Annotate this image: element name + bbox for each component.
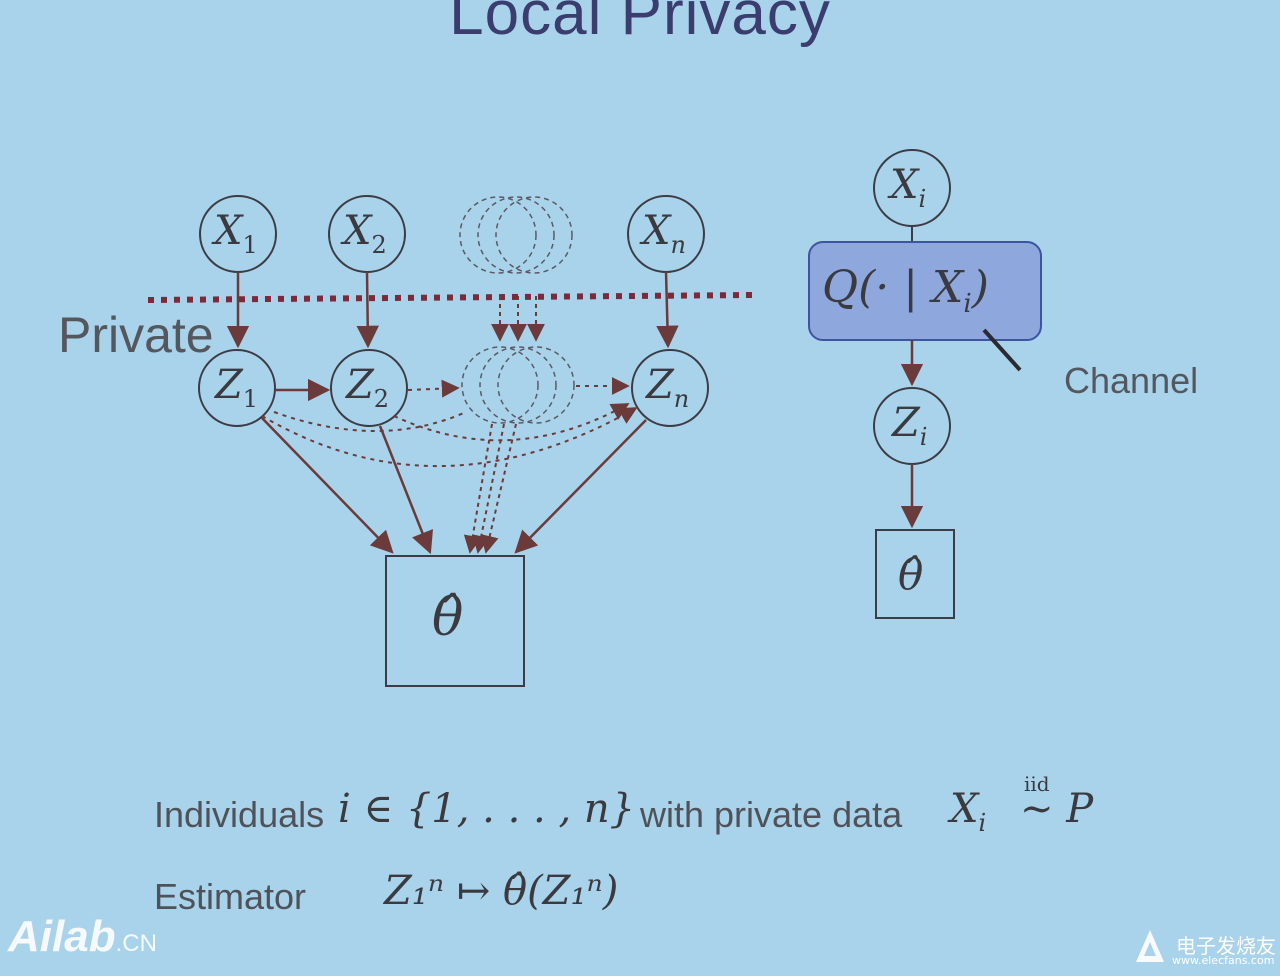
slide-title: Local Privacy [449, 0, 831, 48]
ghost-arrows-z-theta [463, 423, 517, 554]
ghost-x-nodes [459, 196, 573, 274]
elecfans-watermark-cn: 电子发烧友 [1176, 934, 1276, 958]
channel-pointer [982, 328, 1022, 372]
arrow-z1-theta [261, 417, 394, 554]
zn-label: Zn [646, 362, 690, 413]
private-label: Private [58, 307, 214, 363]
arrow-z1-ghost-curve [273, 411, 467, 432]
estimator-label: θ̂ [432, 588, 464, 648]
z2-node [330, 349, 408, 427]
xi-label: Xi [890, 162, 927, 213]
private-data-text: with private data [640, 794, 903, 835]
zi-label: Zi [892, 400, 928, 451]
estimator-box-right [875, 529, 955, 619]
arrow-z2-zn-curve [393, 403, 630, 442]
x1-label: X1 [214, 208, 258, 259]
arrow-x2-z2 [356, 271, 379, 349]
x2-label: X2 [343, 208, 387, 259]
z1-node [198, 349, 276, 427]
elecfans-watermark-url: www.elecfans.com [1172, 954, 1275, 967]
arrow-xn-zn [656, 271, 679, 349]
private-data-math: Xi [950, 786, 987, 837]
zn-node [631, 349, 709, 427]
ailab-watermark: Ailab.CN [8, 912, 157, 961]
elecfans-logo-icon [1136, 930, 1164, 962]
ghost-z-nodes [461, 346, 575, 424]
arrow-z2-ghost [407, 379, 460, 398]
estimator-box [385, 555, 525, 687]
z1-label: Z1 [215, 362, 259, 413]
privacy-boundary [147, 292, 753, 303]
ghost-arrows-x-z [491, 296, 545, 342]
individuals-text: Individuals [154, 794, 325, 835]
channel-label-math: Q(· | Xi) [822, 262, 989, 319]
channel-label: Channel [1064, 360, 1199, 401]
arrow-z2-theta [378, 425, 433, 555]
arrow-z1-zn-curve [261, 407, 638, 468]
estimator-text: Estimator [154, 876, 307, 917]
xn-label: Xn [642, 208, 686, 259]
estimator-right-label: θ̂ [898, 550, 924, 599]
z2-label: Z2 [346, 362, 390, 413]
individuals-math: i ∈ {1, . . . , n} [338, 786, 636, 832]
channel-box [808, 241, 1042, 341]
iid-label: iid [1024, 772, 1050, 796]
arrow-zn-theta [514, 419, 647, 554]
dist-math: ∼ P [1020, 786, 1094, 832]
estimator-math: Z₁ⁿ ↦ θ̂(Z₁ⁿ) [384, 868, 619, 914]
